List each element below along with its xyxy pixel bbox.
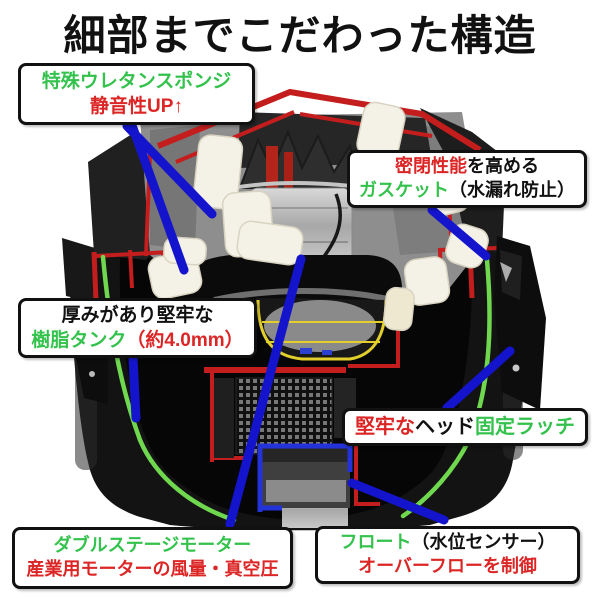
arrow-float	[347, 478, 449, 525]
foam-piece	[192, 134, 244, 210]
float-note-label: （水位センサー）	[411, 532, 556, 553]
callout-motor: ダブルステージモーター 産業用モーターの風量・真空圧	[12, 527, 293, 589]
float-cylinder	[257, 443, 353, 512]
latch-part-label: 固定ラッチ	[475, 415, 575, 438]
motor-desc-label: 産業用モーターの風量・真空圧	[26, 559, 279, 579]
arrow-sponge-lower	[128, 123, 189, 275]
pointer-arrows	[122, 121, 515, 529]
callout-resin-tank: 厚みがあり堅牢な 樹脂タンク（約4.0mm）	[18, 298, 257, 358]
sponge-benefit-label: 静音性UP↑	[90, 96, 183, 117]
callout-gasket: 密閉性能を高める ガスケット（水漏れ防止）	[347, 150, 587, 208]
foam-piece	[236, 220, 304, 266]
latch-middle-label: ヘッド	[415, 415, 475, 438]
float-part-label: フロート	[339, 532, 412, 553]
foam-piece	[403, 256, 451, 306]
shroud-ring	[213, 288, 393, 303]
left-bracket	[76, 356, 108, 404]
arrow-latch	[442, 346, 515, 413]
callout-head-latch: 堅牢なヘッド固定ラッチ	[342, 408, 588, 446]
motor-part-label: ダブルステージモーター	[53, 535, 252, 556]
gasket-feature-label: 密閉性能	[395, 156, 467, 177]
callout-float: フロート（水位センサー） オーバーフローを制御	[315, 526, 580, 584]
gasket-note-label: （水漏れ防止）	[449, 180, 575, 200]
arrow-tank	[128, 353, 141, 423]
foam-piece	[383, 286, 415, 332]
callout-urethane-sponge: 特殊ウレタンスポンジ 静音性UP↑	[18, 63, 255, 125]
gasket-feature-suffix: を高める	[467, 156, 539, 177]
gasket-part-label: ガスケット	[359, 180, 449, 200]
page-title: 細部までこだわった構造	[63, 12, 537, 59]
tank-feature-label: 厚みがあり堅牢な	[61, 304, 214, 326]
left-shell-fragment	[62, 238, 95, 302]
latch-feature-label: 堅牢な	[355, 415, 415, 438]
tank-spec-label: （約4.0mm）	[126, 330, 244, 351]
arrow-gasket	[427, 205, 491, 261]
float-desc-label: オーバーフローを制御	[358, 556, 537, 576]
sponge-part-label: 特殊ウレタンスポンジ	[41, 70, 232, 92]
tank-part-label: 樹脂タンク	[31, 330, 127, 351]
head-latch-plate	[494, 236, 546, 410]
arrow-motor	[225, 254, 306, 529]
